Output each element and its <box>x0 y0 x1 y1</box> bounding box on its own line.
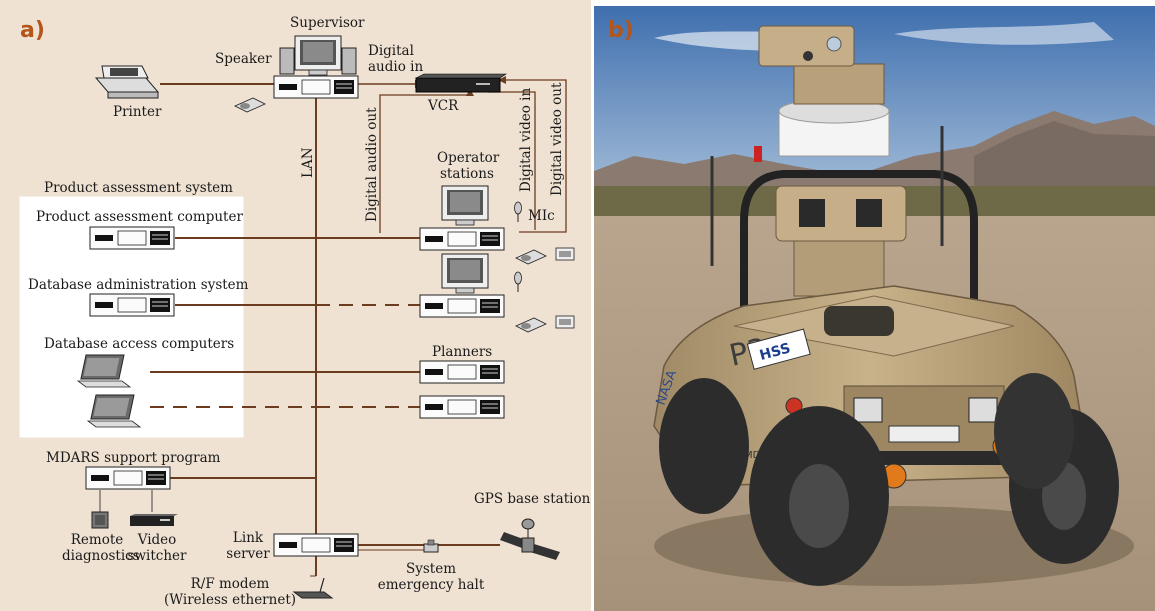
database-access-label: Database access computers <box>44 336 235 352</box>
gps-satellite-icon <box>500 518 560 560</box>
remote-diagnostics-label-2: diagnostics <box>62 548 140 564</box>
emergency-halt-icon <box>423 539 439 553</box>
emergency-halt-label-1: System <box>405 561 457 577</box>
svg-text:HSS: HSS <box>758 340 792 364</box>
mdars-support-label: MDARS support program <box>46 450 221 466</box>
supervisor-station-icon <box>234 35 359 113</box>
emergency-halt-label-2: emergency halt <box>377 577 485 593</box>
printer-icon <box>94 65 160 99</box>
operator-stations-label-2: stations <box>440 166 494 182</box>
product-assessment-system-label: Product assessment system <box>44 180 233 196</box>
operator-stations-label-1: Operator <box>437 150 500 166</box>
panel-b-tag: b) <box>608 18 634 43</box>
product-assessment-computer-icon <box>89 226 175 250</box>
digital-audio-out-label: Digital audio out <box>364 107 380 222</box>
supervisor-label: Supervisor <box>290 15 365 31</box>
digital-audio-in-label-2: audio in <box>368 59 424 75</box>
rf-modem-label-2: (Wireless ethernet) <box>163 592 297 608</box>
mdars-support-computer-icon <box>85 466 171 490</box>
robot-illustration: P3 HSS NASA MDARS <box>594 6 1155 611</box>
remote-diagnostics-label-1: Remote <box>70 532 124 548</box>
planner-2-icon <box>419 395 505 419</box>
digital-video-in-label: Digital video in <box>518 87 534 192</box>
gps-base-station-label: GPS base station <box>474 491 591 507</box>
planners-label: Planners <box>432 344 493 360</box>
rf-modem-label-1: R/F modem <box>190 576 270 592</box>
rf-modem-icon <box>292 577 334 599</box>
digital-audio-in-label-1: Digital <box>368 43 414 59</box>
digital-video-out-label: Digital video out <box>549 82 565 196</box>
link-server-label-2: server <box>226 546 270 562</box>
printer-label: Printer <box>113 104 162 120</box>
panel-b-robot-photo: P3 HSS NASA MDARS b) <box>594 6 1155 611</box>
video-switcher-label-2: switcher <box>127 548 187 564</box>
planner-1-icon <box>419 360 505 384</box>
product-assessment-computer-label: Product assessment computer <box>36 209 243 225</box>
network-links <box>19 35 575 599</box>
link-server-icon <box>273 533 359 557</box>
mic-label: MIc <box>528 208 555 224</box>
panel-a-tag: a) <box>20 18 45 43</box>
operator-station-2-icon <box>419 253 575 333</box>
operator-station-1-icon <box>419 185 575 265</box>
video-switcher-icon <box>130 514 178 526</box>
link-server-label-1: Link <box>232 530 264 546</box>
video-switcher-label-1: Video <box>137 532 177 548</box>
database-administration-icon <box>89 293 175 317</box>
vcr-label: VCR <box>428 98 459 114</box>
speaker-label: Speaker <box>215 51 272 67</box>
remote-diagnostics-icon <box>91 511 109 529</box>
vcr-icon <box>415 73 507 93</box>
panel-a-network-diagram: a) Supervisor Speaker Digital audio in P… <box>0 0 591 611</box>
database-administration-label: Database administration system <box>28 277 249 293</box>
lan-label: LAN <box>300 147 316 178</box>
